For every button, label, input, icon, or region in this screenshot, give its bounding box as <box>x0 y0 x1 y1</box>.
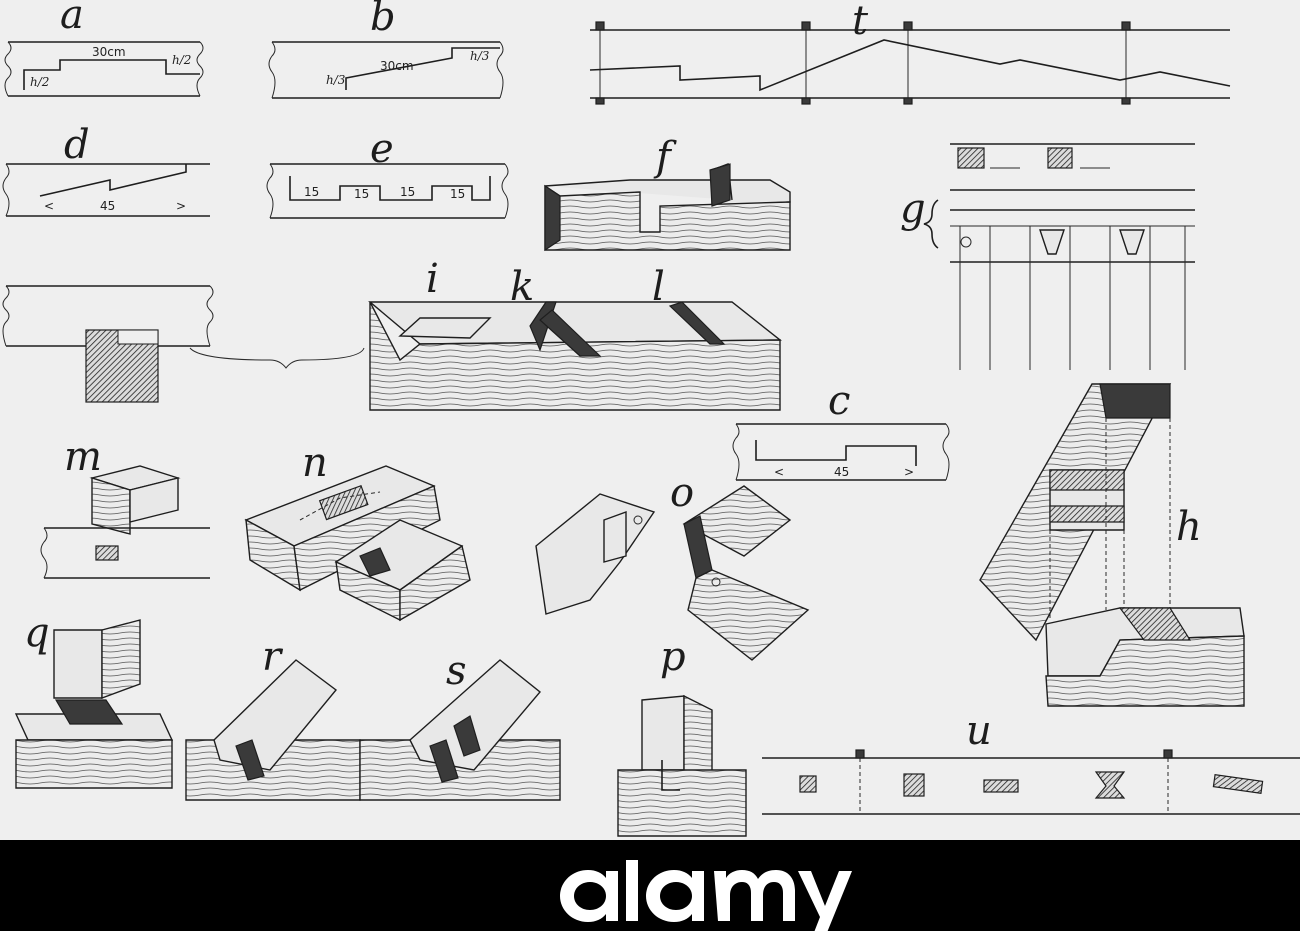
stock-watermark-logo <box>560 860 852 931</box>
figure-label-a: a <box>60 0 84 38</box>
figure-label-p: p <box>660 634 686 680</box>
figure-label-e: e <box>370 126 394 172</box>
dim-a-length: 30cm <box>92 45 126 59</box>
figure-ikl: i k l <box>368 256 782 411</box>
dim-e-seg4: 15 <box>450 187 465 201</box>
figure-label-r: r <box>262 634 284 680</box>
figure-label-f: f <box>653 134 677 180</box>
figure-u: u <box>762 708 1300 815</box>
figure-m: m <box>40 434 210 579</box>
dim-b-h-left: h/3 <box>326 73 346 87</box>
figure-n: n <box>244 440 471 622</box>
dim-e-seg1: 15 <box>304 185 319 199</box>
dim-c-start-arrow: < <box>774 465 784 479</box>
figure-r: r <box>185 634 361 801</box>
figure-t: t <box>589 0 1231 105</box>
figure-lap-joint <box>2 285 365 403</box>
dim-c-length: 45 <box>834 465 849 479</box>
figure-e: e 15 15 15 15 <box>266 126 509 219</box>
figure-h: h <box>979 383 1245 707</box>
figure-label-s: s <box>446 648 467 694</box>
dim-a-h-left: h/2 <box>30 75 49 89</box>
dim-a-h-right: h/2 <box>172 53 191 67</box>
figure-label-t: t <box>852 0 869 44</box>
figure-label-d: d <box>64 122 90 168</box>
figure-label-l: l <box>652 264 665 310</box>
dim-b-h-right: h/3 <box>470 49 490 63</box>
dim-d-end-arrow: > <box>176 199 186 213</box>
figure-p: p <box>617 634 747 837</box>
figure-f: f <box>544 134 791 252</box>
figure-label-g: g <box>900 186 926 232</box>
figure-b: b 30cm h/3 h/3 <box>268 0 504 99</box>
figure-s: s <box>359 648 561 801</box>
engraving-plate: a 30cm h/2 h/2 b 30cm h/3 h/3 t d <box>2 0 1300 837</box>
figure-label-c: c <box>828 378 850 424</box>
figure-c: c < 45 > <box>732 378 950 481</box>
figure-d: d < 45 > <box>2 122 210 217</box>
figure-label-q: q <box>24 610 50 656</box>
figure-g: g <box>900 143 1195 370</box>
figure-label-o: o <box>670 470 694 516</box>
dim-d-start-arrow: < <box>44 199 54 213</box>
figure-a: a 30cm h/2 h/2 <box>4 0 204 97</box>
figure-label-u: u <box>966 708 992 754</box>
figure-label-i: i <box>426 256 439 302</box>
joinery-diagram: a 30cm h/2 h/2 b 30cm h/3 h/3 t d <box>2 0 1300 837</box>
figure-label-m: m <box>64 434 102 480</box>
figure-o: o <box>535 470 810 661</box>
figure-q: q <box>14 610 174 789</box>
figure-label-h: h <box>1176 504 1202 550</box>
dim-d-length: 45 <box>100 199 115 213</box>
dim-e-seg2: 15 <box>354 187 369 201</box>
dim-c-end-arrow: > <box>904 465 914 479</box>
dim-b-length: 30cm <box>380 59 414 73</box>
figure-label-b: b <box>370 0 396 40</box>
dim-e-seg3: 15 <box>400 185 415 199</box>
figure-label-n: n <box>302 440 328 486</box>
